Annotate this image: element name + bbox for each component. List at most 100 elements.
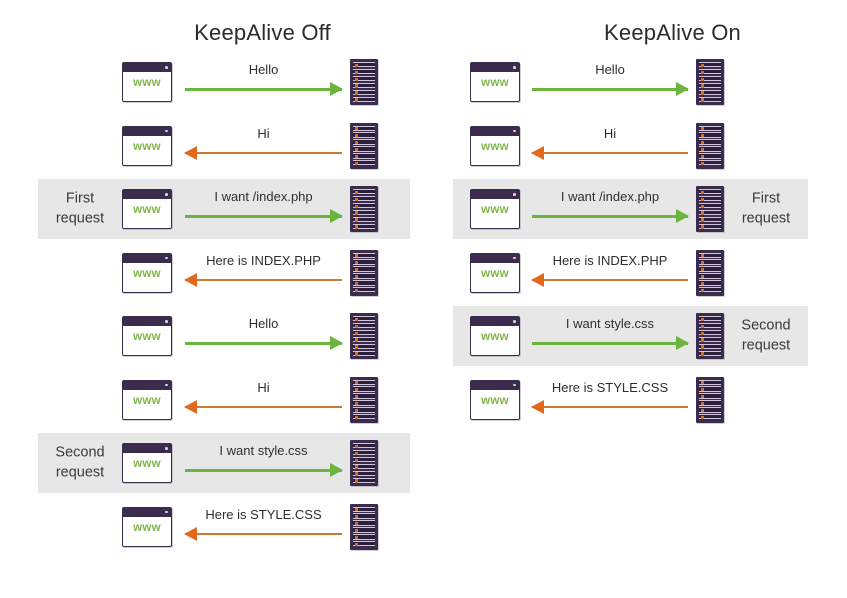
browser-titlebar: [123, 317, 171, 326]
server-slot: [353, 477, 375, 483]
browser-titlebar-dot-icon: [513, 256, 516, 260]
browser-www-label: www: [133, 521, 161, 534]
arrow-line: [185, 469, 342, 472]
server-slot: [353, 216, 375, 222]
arrow-head-right-icon: [676, 82, 689, 96]
arrow-head-right-icon: [330, 209, 343, 223]
browser-titlebar: [471, 253, 519, 263]
message-label: I want /index.php: [560, 189, 660, 204]
server-slot: [699, 414, 721, 420]
browser-www-label: www: [133, 394, 161, 407]
browser-titlebar-dot-icon: [513, 193, 516, 196]
server-slot: [353, 534, 375, 540]
server-icon: [696, 313, 724, 359]
server-slot: [699, 195, 721, 202]
message-label: Hello: [595, 62, 625, 77]
request-highlight-band: [38, 433, 410, 493]
server-slot: [699, 209, 721, 216]
browser-titlebar-dot-icon: [165, 256, 168, 260]
browser-icon: www: [122, 252, 172, 293]
message-label: Hi: [257, 379, 270, 395]
server-icon: [350, 376, 378, 423]
arrow-head-right-icon: [676, 209, 689, 223]
browser-titlebar-dot-icon: [165, 66, 168, 69]
server-slot: [699, 393, 721, 399]
browser-titlebar: [123, 380, 171, 390]
server-slot: [699, 139, 721, 145]
arrow-head-right-icon: [330, 463, 343, 477]
message-arrow: I want style.css: [185, 443, 343, 483]
browser-titlebar-dot-icon: [165, 320, 168, 323]
server-slot: [699, 252, 721, 258]
server-slot: [353, 189, 375, 195]
browser-www-label: www: [133, 331, 161, 343]
message-label: Hi: [257, 125, 270, 141]
message-arrow: I want style.css: [532, 316, 689, 356]
message-arrow: Here is INDEX.PHP: [531, 253, 688, 293]
message-arrow: Hello: [185, 316, 343, 356]
browser-titlebar: [471, 63, 519, 72]
server-slot: [699, 216, 721, 222]
browser-icon: www: [122, 189, 172, 229]
server-slot: [353, 146, 375, 152]
browser-titlebar: [123, 507, 171, 517]
arrow-line: [185, 278, 342, 282]
browser-icon: www: [122, 379, 172, 420]
server-icon: [696, 122, 724, 169]
column-title-keepalive-off: KeepAlive Off: [194, 20, 331, 45]
server-slot: [353, 513, 375, 519]
server-slot: [699, 273, 721, 279]
server-slot: [353, 316, 375, 322]
server-slot: [353, 223, 375, 229]
arrow-head-right-icon: [676, 336, 689, 350]
server-slot: [699, 400, 721, 406]
arrow-head-left-icon: [184, 399, 197, 414]
browser-icon: www: [122, 125, 172, 166]
arrow-head-left-icon: [184, 526, 197, 541]
server-icon: [350, 186, 378, 232]
arrow-head-left-icon: [531, 399, 544, 414]
arrow-head-left-icon: [184, 272, 197, 287]
message-arrow: Here is INDEX.PHP: [184, 253, 342, 293]
server-slot: [699, 316, 721, 322]
browser-icon: www: [470, 252, 520, 293]
server-slot: [699, 89, 721, 95]
server-slot: [699, 329, 721, 336]
server-slot: [699, 96, 721, 102]
browser-icon: www: [122, 316, 172, 356]
server-slot: [353, 96, 375, 102]
message-arrow: Hi: [184, 125, 342, 166]
server-slot: [353, 329, 375, 336]
server-slot: [353, 520, 375, 526]
message-label: Hello: [248, 316, 279, 331]
browser-titlebar-dot-icon: [165, 193, 168, 196]
server-slot: [353, 252, 375, 258]
browser-www-label: www: [133, 458, 161, 470]
server-slot: [353, 343, 375, 349]
server-icon: [350, 249, 378, 296]
server-slot: [353, 89, 375, 95]
message-label: Hello: [248, 62, 279, 77]
message-label: I want style.css: [219, 443, 308, 458]
browser-icon: www: [470, 379, 520, 420]
exchange-row: Second request: [38, 433, 410, 493]
browser-titlebar: [123, 253, 171, 263]
message-arrow: Hello: [185, 62, 343, 102]
arrow-line: [532, 342, 688, 345]
browser-icon: www: [122, 62, 172, 102]
message-label: Here is STYLE.CSS: [205, 506, 322, 522]
message-arrow: Hi: [184, 379, 342, 420]
browser-www-label: www: [481, 204, 509, 216]
server-slot: [699, 336, 721, 343]
server-slot: [353, 75, 375, 82]
server-slot: [353, 195, 375, 202]
arrow-head-left-icon: [531, 145, 544, 160]
browser-titlebar-dot-icon: [165, 383, 168, 387]
browser-www-label: www: [133, 77, 161, 89]
arrow-head-right-icon: [330, 82, 343, 96]
request-highlight-band: [38, 179, 410, 239]
server-slot: [699, 153, 721, 159]
server-slot: [353, 379, 375, 385]
server-slot: [699, 343, 721, 349]
